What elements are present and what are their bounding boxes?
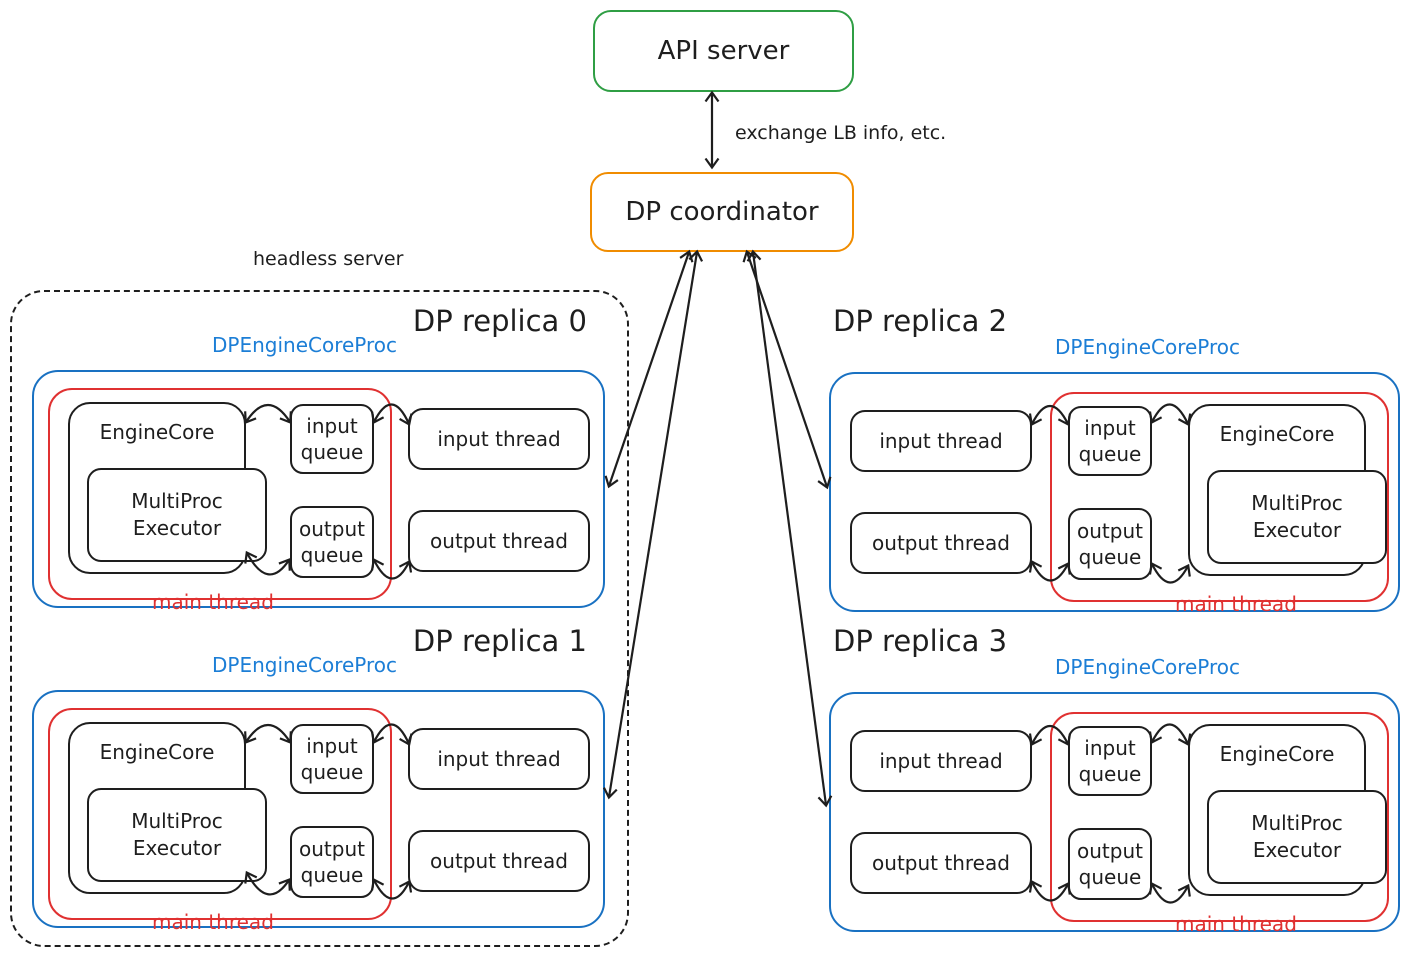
replica-1-input-thread: input thread <box>408 728 590 790</box>
multiproc-executor-box: MultiProc Executor <box>1207 470 1387 564</box>
replica-3-output-queue: output queue <box>1068 828 1152 900</box>
replica-3-main-thread-box <box>1050 712 1389 922</box>
multiproc-executor-label: MultiProc Executor <box>131 489 223 540</box>
output-thread-label: output thread <box>872 531 1010 555</box>
output-queue-label: output queue <box>299 517 365 567</box>
replica-2-proc-label: DPEngineCoreProc <box>1055 335 1241 359</box>
replica-2-main-thread-label: main thread <box>1175 592 1297 616</box>
replica-0-output-thread: output thread <box>408 510 590 572</box>
dp-replica-1: DP replica 1 DPEngineCoreProc EngineCore… <box>32 622 607 938</box>
replica-2-main-thread-box <box>1050 392 1389 602</box>
api-server-box: API server <box>593 10 854 92</box>
dp-coordinator-box: DP coordinator <box>590 172 854 252</box>
multiproc-executor-box: MultiProc Executor <box>87 468 267 562</box>
multiproc-executor-label: MultiProc Executor <box>1251 811 1343 862</box>
input-thread-label: input thread <box>437 747 561 771</box>
replica-2-engine-core-box: EngineCore MultiProc Executor <box>1188 404 1387 576</box>
replica-3-input-queue: input queue <box>1068 726 1152 796</box>
replica-3-input-thread: input thread <box>850 730 1032 792</box>
replica-0-main-thread-box <box>48 388 392 600</box>
output-queue-label: output queue <box>1077 839 1143 889</box>
replica-2-output-thread: output thread <box>850 512 1032 574</box>
multiproc-executor-label: MultiProc Executor <box>1251 491 1343 542</box>
input-thread-label: input thread <box>879 429 1003 453</box>
engine-core-label: EngineCore <box>99 420 215 444</box>
replica-0-output-queue: output queue <box>290 506 374 578</box>
input-thread-label: input thread <box>879 749 1003 773</box>
input-queue-label: input queue <box>1078 416 1142 466</box>
arrow-coordinator-replica-3 <box>746 249 833 808</box>
dp-replica-2: DP replica 2 DPEngineCoreProc EngineCore… <box>829 302 1404 618</box>
output-thread-label: output thread <box>872 851 1010 875</box>
replica-2-title: DP replica 2 <box>833 304 1008 338</box>
replica-0-title: DP replica 0 <box>412 304 587 338</box>
replica-1-engine-core-box: EngineCore MultiProc Executor <box>68 722 267 894</box>
replica-0-engine-core-box: EngineCore MultiProc Executor <box>68 402 267 574</box>
multiproc-executor-box: MultiProc Executor <box>87 788 267 882</box>
replica-0-input-thread: input thread <box>408 408 590 470</box>
input-thread-label: input thread <box>437 427 561 451</box>
replica-0-main-thread-label: main thread <box>152 590 274 614</box>
input-queue-label: input queue <box>1078 736 1142 786</box>
dp-replica-0: DP replica 0 DPEngineCoreProc EngineCore… <box>32 302 607 618</box>
replica-3-title: DP replica 3 <box>833 624 1008 658</box>
replica-1-proc-label: DPEngineCoreProc <box>212 653 398 677</box>
replica-2-output-queue: output queue <box>1068 508 1152 580</box>
output-thread-label: output thread <box>430 849 568 873</box>
engine-core-label: EngineCore <box>99 740 215 764</box>
replica-1-input-queue: input queue <box>290 724 374 794</box>
replica-1-main-thread-label: main thread <box>152 910 274 934</box>
dp-replica-3: DP replica 3 DPEngineCoreProc EngineCore… <box>829 622 1404 938</box>
replica-2-input-queue: input queue <box>1068 406 1152 476</box>
headless-server-label: headless server <box>253 248 404 270</box>
replica-3-engine-core-box: EngineCore MultiProc Executor <box>1188 724 1387 896</box>
replica-1-output-thread: output thread <box>408 830 590 892</box>
input-queue-label: input queue <box>300 734 364 784</box>
multiproc-executor-label: MultiProc Executor <box>131 809 223 860</box>
replica-3-proc-box <box>829 692 1400 932</box>
replica-1-proc-box <box>32 690 605 928</box>
replica-3-main-thread-label: main thread <box>1175 912 1297 936</box>
replica-0-input-queue: input queue <box>290 404 374 474</box>
api-server-label: API server <box>657 36 790 66</box>
replica-1-main-thread-box <box>48 708 392 920</box>
replica-2-input-thread: input thread <box>850 410 1032 472</box>
dp-coordinator-label: DP coordinator <box>625 197 819 227</box>
engine-core-label: EngineCore <box>1219 422 1335 446</box>
exchange-lb-note: exchange LB info, etc. <box>735 122 947 144</box>
input-queue-label: input queue <box>300 414 364 464</box>
replica-1-title: DP replica 1 <box>412 624 587 658</box>
multiproc-executor-box: MultiProc Executor <box>1207 790 1387 884</box>
output-thread-label: output thread <box>430 529 568 553</box>
replica-0-proc-label: DPEngineCoreProc <box>212 333 398 357</box>
output-queue-label: output queue <box>1077 519 1143 569</box>
replica-3-output-thread: output thread <box>850 832 1032 894</box>
output-queue-label: output queue <box>299 837 365 887</box>
arrow-coordinator-replica-2 <box>742 249 832 490</box>
replica-3-proc-label: DPEngineCoreProc <box>1055 655 1241 679</box>
engine-core-label: EngineCore <box>1219 742 1335 766</box>
replica-1-output-queue: output queue <box>290 826 374 898</box>
